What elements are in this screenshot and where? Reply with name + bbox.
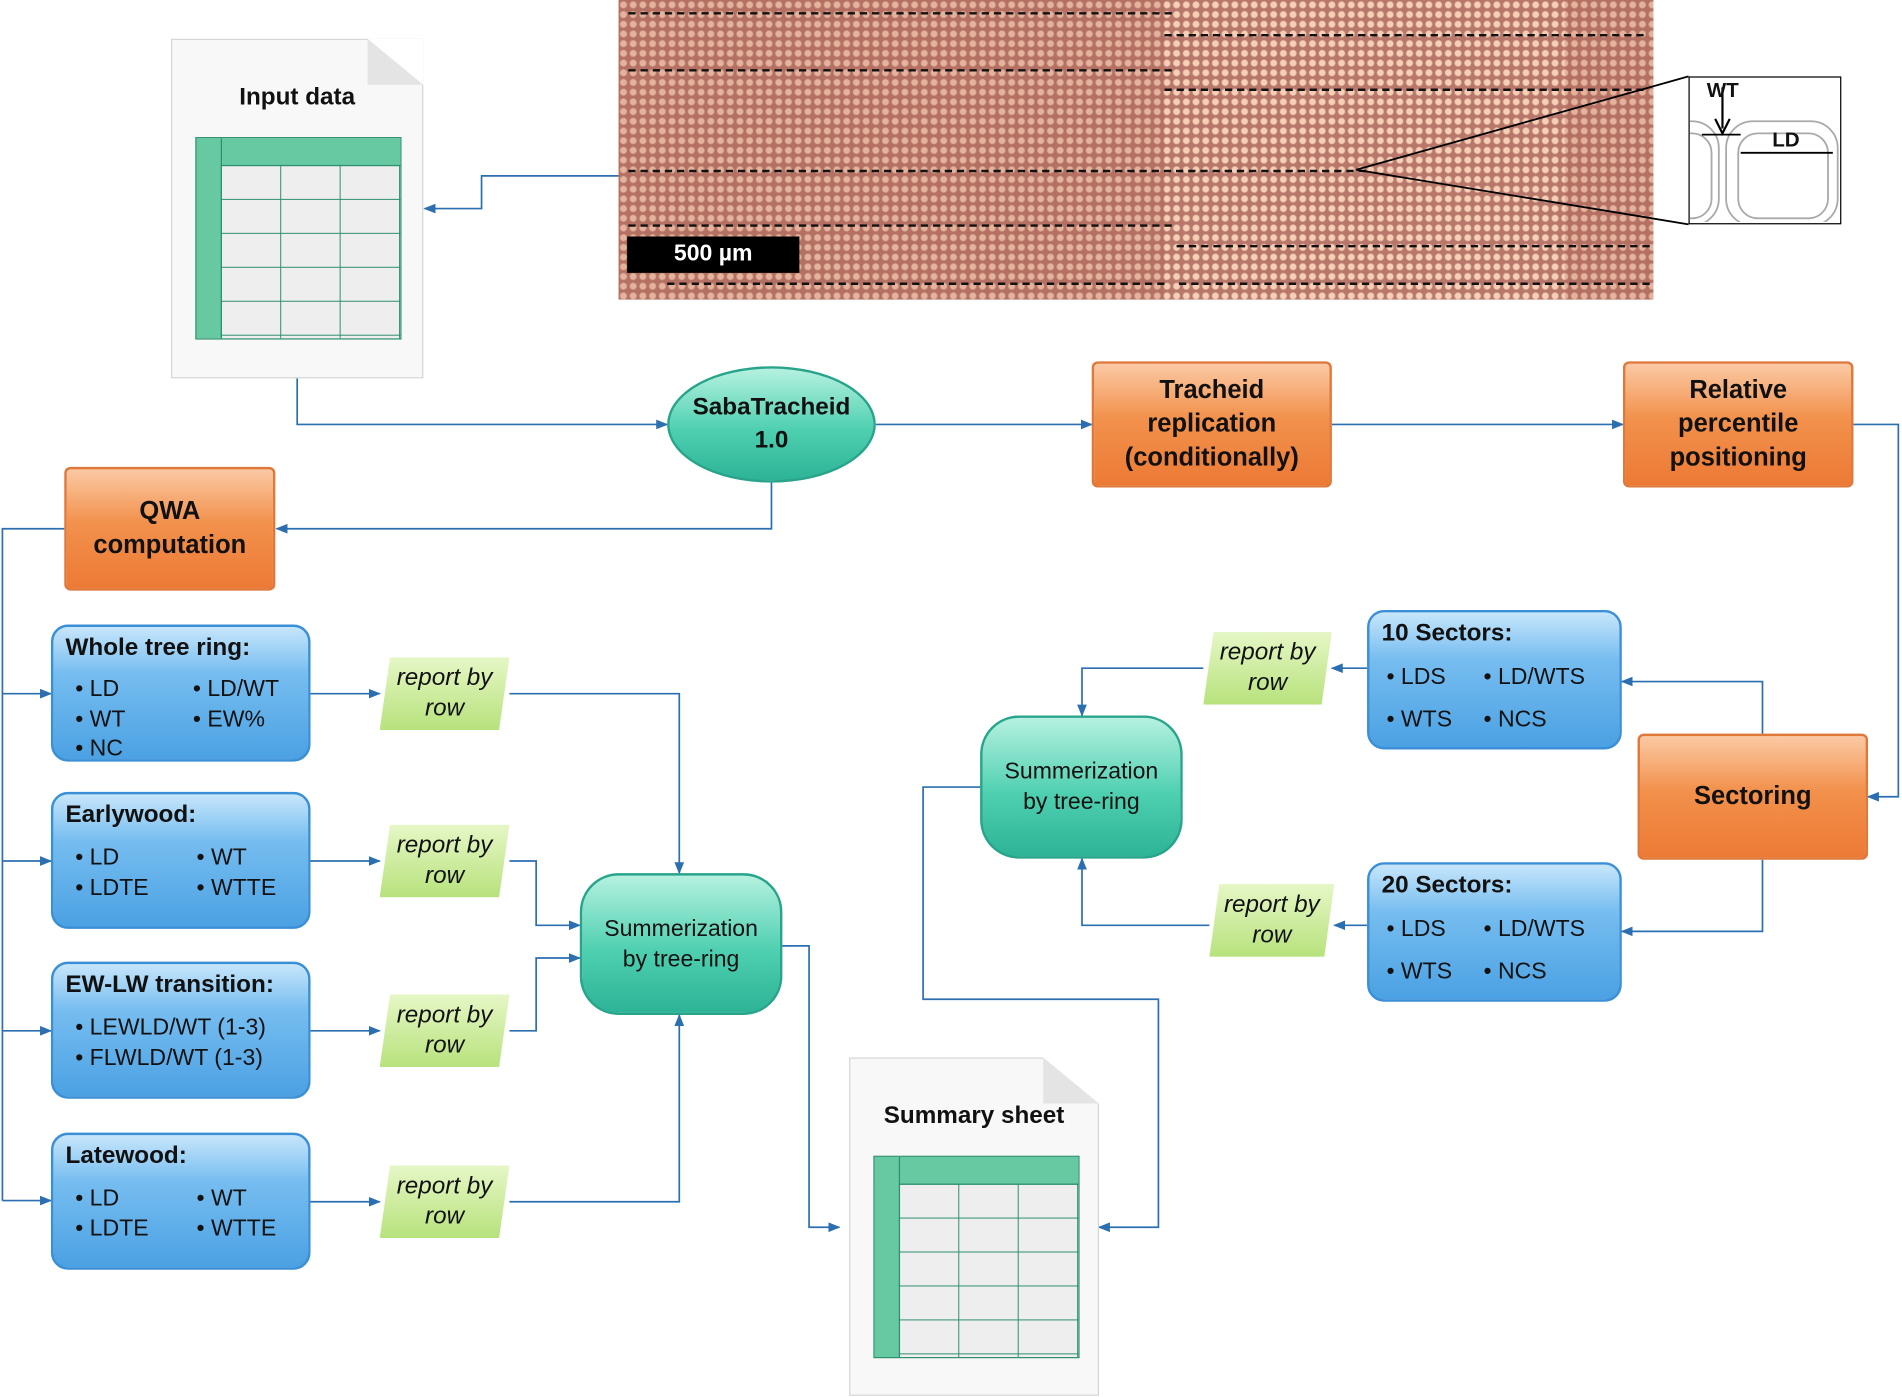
whole-tree-ring-box: Whole tree ring: • LD • LD/WT • WT • EW%… bbox=[50, 624, 311, 762]
list-item: • LD bbox=[75, 845, 120, 871]
summary-sheet-title: Summary sheet bbox=[883, 1102, 1065, 1130]
list-item: • NCS bbox=[1483, 707, 1547, 733]
summary-sheet-table-icon bbox=[873, 1155, 1080, 1359]
list-item: • LD/WTS bbox=[1483, 664, 1586, 691]
list-item: • LDTE bbox=[75, 875, 149, 902]
list-item: • EW% bbox=[192, 707, 265, 733]
input-data-sheet-icon bbox=[195, 137, 402, 340]
twenty-sectors-box: 20 Sectors: • LDS • LD/WTS • WTS • NCS bbox=[1367, 862, 1622, 1002]
list-item: • WTS bbox=[1386, 707, 1453, 733]
list-item: • FLWLD/WT (1-3) bbox=[75, 1045, 263, 1071]
list-item: • LD/WT bbox=[192, 676, 280, 703]
list-item: • LDS bbox=[1386, 916, 1446, 943]
earlywood-box: Earlywood: • LD • WT • LDTE • WTTE bbox=[50, 791, 311, 929]
ew-lw-transition-box: EW-LW transition: • LEWLD/WT (1-3) • FLW… bbox=[50, 961, 311, 1099]
inset-ld-label: LD bbox=[1772, 128, 1800, 152]
connector-saba-to-qwa bbox=[275, 482, 773, 534]
inset-wt-label: WT bbox=[1706, 78, 1739, 102]
list-item: • WT bbox=[196, 1186, 247, 1212]
list-item: • LD/WTS bbox=[1483, 916, 1586, 943]
list-item: • NC bbox=[75, 736, 123, 762]
list-item: • WTS bbox=[1386, 959, 1453, 985]
list-item: • WT bbox=[196, 845, 247, 871]
earlywood-title: Earlywood: bbox=[65, 801, 197, 829]
list-item: • WTTE bbox=[196, 875, 277, 902]
ten-sectors-box: 10 Sectors: • LDS • LD/WTS • WTS • NCS bbox=[1367, 609, 1622, 750]
list-item: • WT bbox=[75, 707, 126, 733]
input-data-title: Input data bbox=[239, 83, 356, 111]
connector-relative-to-sectoring bbox=[1853, 423, 1900, 802]
twenty-sectors-title: 20 Sectors: bbox=[1381, 871, 1513, 899]
scale-bar: 500 µm bbox=[627, 236, 800, 273]
connector-left-summary-to-sheet bbox=[782, 945, 841, 1233]
connector-right-summary-to-sheet bbox=[922, 786, 1160, 1233]
cell-detail-inset: WT LD bbox=[1688, 76, 1842, 225]
tracheid-micrograph: 500 µm bbox=[618, 0, 1654, 300]
list-item: • LDS bbox=[1386, 664, 1446, 691]
sectoring-box: Sectoring bbox=[1637, 733, 1869, 860]
ten-sectors-title: 10 Sectors: bbox=[1381, 619, 1513, 647]
latewood-box: Latewood: • LD • WT • LDTE • WTTE bbox=[50, 1132, 311, 1270]
list-item: • LDTE bbox=[75, 1216, 149, 1242]
summary-sheet-document: Summary sheet bbox=[849, 1057, 1099, 1396]
list-item: • NCS bbox=[1483, 959, 1547, 985]
latewood-title: Latewood: bbox=[65, 1142, 187, 1170]
whole-tree-ring-title: Whole tree ring: bbox=[65, 634, 251, 661]
list-item: • LD bbox=[75, 676, 120, 703]
list-item: • LD bbox=[75, 1186, 120, 1212]
connector-micro-to-input bbox=[423, 174, 619, 214]
input-data-document: Input data bbox=[171, 38, 424, 379]
connector-qwa-trunk bbox=[1, 527, 65, 1201]
connector-input-to-saba bbox=[296, 378, 669, 430]
ew-lw-transition-title: EW-LW transition: bbox=[65, 971, 274, 999]
list-item: • LEWLD/WT (1-3) bbox=[75, 1015, 266, 1041]
list-item: • WTTE bbox=[196, 1216, 277, 1242]
